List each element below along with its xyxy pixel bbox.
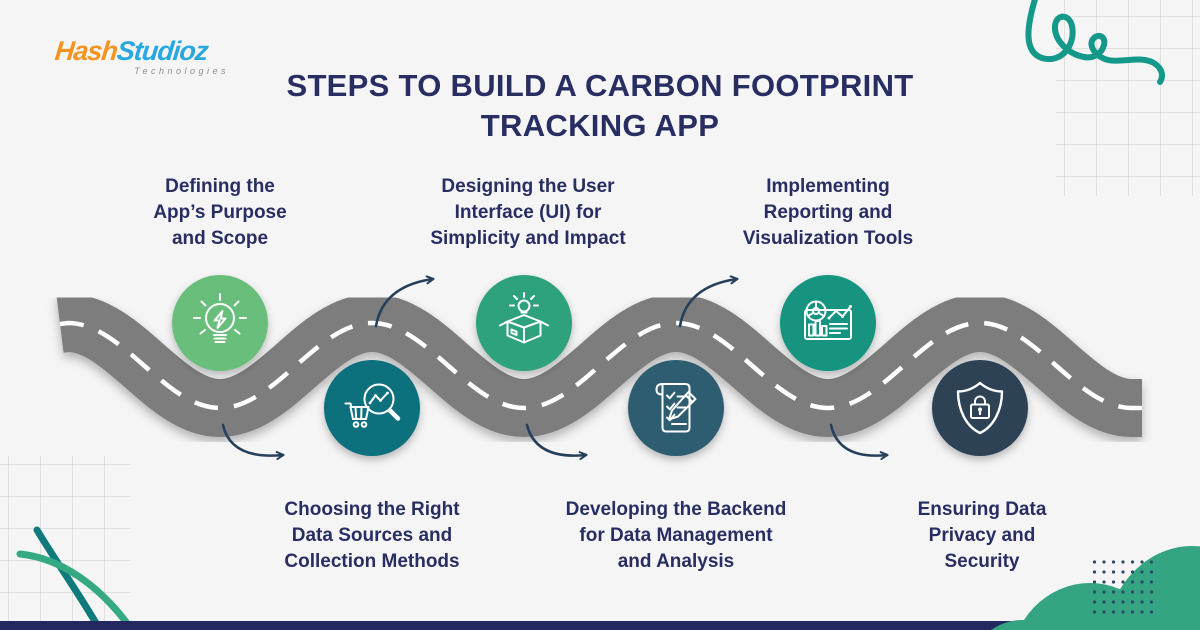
page-title: STEPS TO BUILD A CARBON FOOTPRINT TRACKI… bbox=[0, 66, 1200, 146]
arrow-5-6 bbox=[829, 423, 889, 461]
logo-wordmark: HashStudioz bbox=[53, 36, 236, 67]
step-circle-4 bbox=[628, 360, 724, 456]
logo-hash-text: Hash bbox=[53, 36, 119, 66]
step-label-1: Defining the App’s Purpose and Scope bbox=[153, 176, 287, 249]
step-label-6: Ensuring Data Privacy and Security bbox=[917, 499, 1047, 572]
step-circle-2 bbox=[324, 360, 420, 456]
step-label-3: Designing the User Interface (UI) for Si… bbox=[430, 176, 626, 249]
squiggle-doodle-icon bbox=[1025, 0, 1165, 85]
logo-studioz-text: Studioz bbox=[115, 36, 210, 66]
step-circle-1 bbox=[172, 275, 268, 371]
step-arrows bbox=[221, 275, 889, 461]
step-label-2: Choosing the Right Data Sources and Coll… bbox=[284, 499, 460, 572]
arrow-3-4 bbox=[525, 423, 588, 461]
search-trend-cart-icon bbox=[344, 383, 401, 428]
arrow-2-3 bbox=[374, 275, 435, 328]
step-circle-3 bbox=[476, 275, 572, 371]
grid-top-right bbox=[1056, 0, 1200, 196]
title-line-2: TRACKING APP bbox=[480, 108, 720, 143]
lightbulb-bolt-icon bbox=[193, 293, 247, 343]
step-label-4: Developing the Backend for Data Manageme… bbox=[565, 499, 787, 572]
bottom-bar bbox=[0, 621, 1200, 630]
shield-lock-icon bbox=[956, 381, 1004, 435]
title-line-1: STEPS TO BUILD A CARBON FOOTPRINT bbox=[286, 68, 914, 103]
curve-teal-icon bbox=[33, 526, 104, 630]
hashstudioz-logo: HashStudioz Technologies bbox=[53, 36, 236, 76]
step-label-5: Implementing Reporting and Visualization… bbox=[742, 176, 914, 249]
open-box-idea-icon bbox=[499, 292, 549, 344]
logo-tagline: Technologies bbox=[134, 66, 229, 76]
dot-grid bbox=[1092, 558, 1158, 616]
curve-green-icon bbox=[16, 550, 136, 630]
dashboard-report-icon bbox=[804, 300, 852, 340]
road-centerline bbox=[59, 320, 1142, 411]
road bbox=[56, 293, 1142, 438]
arrow-1-2 bbox=[221, 423, 285, 461]
step-circle-6 bbox=[932, 360, 1028, 456]
checklist-pencil-icon bbox=[655, 383, 697, 433]
arrow-4-5 bbox=[678, 275, 739, 328]
step-circle-5 bbox=[780, 275, 876, 371]
